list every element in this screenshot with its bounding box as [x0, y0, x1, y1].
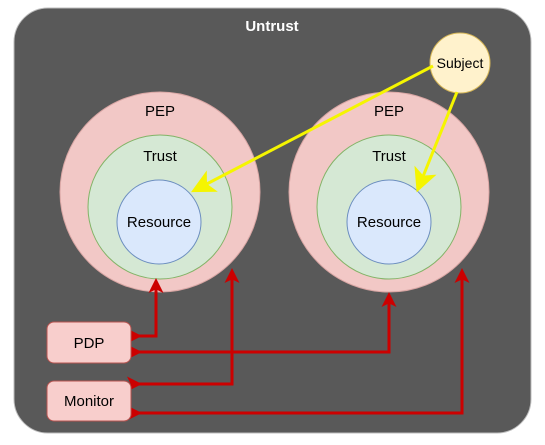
subject-to-right-resource-arrow — [414, 91, 459, 193]
subject-to-left-resource-arrow — [191, 64, 434, 193]
monitor-node — [46, 380, 132, 422]
resource-left-label: Resource — [127, 214, 191, 231]
pep-left-label: PEP — [145, 103, 175, 120]
subject-label: Subject — [437, 55, 484, 71]
monitor-label: Monitor — [64, 393, 114, 410]
subject-node — [429, 32, 491, 94]
trust-right-label: Trust — [372, 148, 406, 165]
resource-right-label: Resource — [357, 214, 421, 231]
pep-right-label: PEP — [374, 103, 404, 120]
resource-left-node — [116, 179, 202, 265]
untrust-label: Untrust — [245, 18, 298, 35]
pdp-node — [46, 321, 132, 364]
trust-left-label: Trust — [143, 148, 177, 165]
pdp-label: PDP — [74, 335, 105, 352]
resource-right-node — [346, 179, 432, 265]
monitor-to-right-pep-connector — [127, 268, 470, 421]
